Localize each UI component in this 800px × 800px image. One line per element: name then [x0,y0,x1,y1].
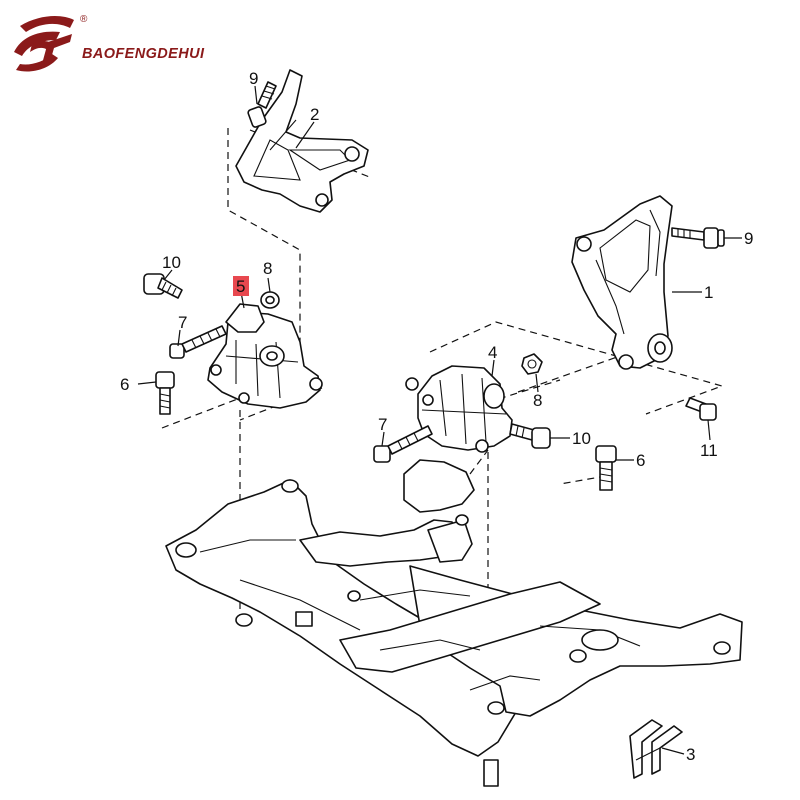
callout-2: 2 [310,105,319,124]
callout-8-left: 8 [263,259,272,278]
callout-10-left: 10 [162,253,181,272]
callout-9-top: 9 [249,69,258,88]
subframe [165,459,743,787]
callout-6-right: 6 [636,451,645,470]
callout-5-highlight [233,276,249,296]
callout-6-left: 6 [120,375,129,394]
nut-8-left [260,291,280,309]
callout-4: 4 [488,343,497,362]
bolt-6-right [595,445,617,491]
callout-8-right: 8 [533,391,542,410]
callout-11: 11 [700,441,718,460]
bolt-7-left [169,325,227,359]
bolt-10-left [143,273,183,299]
callout-labels: 9 2 10 5 8 7 6 9 1 4 8 7 10 6 11 3 [120,69,753,764]
bf-logo-icon [14,16,74,72]
part-4-right-mount [405,365,513,453]
bolt-7-right [373,425,433,463]
leader-lines [137,85,742,755]
callout-3: 3 [686,745,695,764]
part-5-left-mount [207,303,323,409]
part-3-clip [629,719,683,779]
brand-logo: ® BAOFENGDEHUI [14,14,205,72]
callout-7-left: 7 [178,313,187,332]
callout-9-right: 9 [744,229,753,248]
bolt-10-right [509,423,551,449]
part-2-upper-bracket [235,69,369,213]
bolt-9-top [247,81,277,128]
registered-mark: ® [80,14,88,25]
nut-8-right [521,353,543,375]
bolt-6-left [155,371,175,415]
callout-7-right: 7 [378,415,387,434]
brand-name: BAOFENGDEHUI [82,46,205,62]
bolt-9-right [671,227,725,249]
part-1-right-bracket [571,195,673,370]
callout-5: 5 [236,277,245,296]
bolt-11 [685,397,717,421]
callout-10-right: 10 [572,429,591,448]
callout-1: 1 [704,283,713,302]
